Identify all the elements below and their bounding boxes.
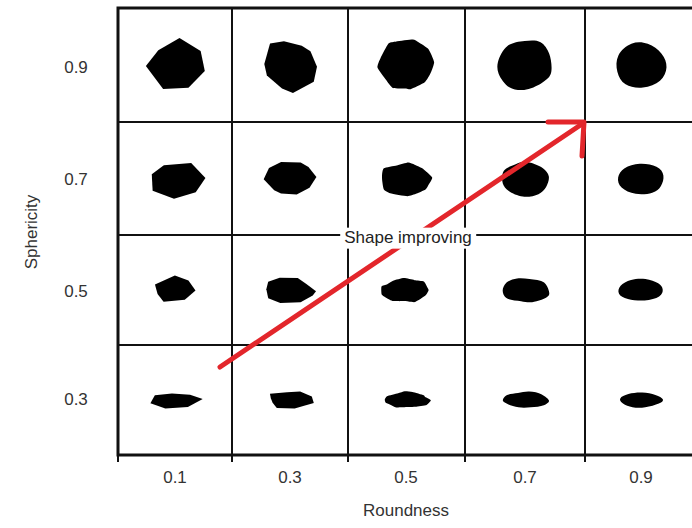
grain-shape	[270, 391, 314, 408]
arrow-head	[548, 122, 584, 156]
grain-shape	[618, 279, 662, 301]
grain-shape	[152, 163, 206, 199]
grain-shape	[155, 275, 196, 301]
grain-shape	[385, 391, 431, 407]
axis-tick-label: 0.7	[513, 469, 537, 488]
grid-line	[118, 344, 692, 346]
grain-shape	[620, 393, 663, 408]
grain-shape	[264, 162, 317, 194]
axis-title: Sphericity	[23, 195, 42, 270]
grid-line	[117, 455, 119, 462]
grain-shape	[264, 41, 317, 93]
grain-shape	[497, 40, 551, 90]
axis-tick-label: 0.5	[64, 283, 88, 302]
axis-tick-label: 0.3	[278, 469, 302, 488]
grain-shape	[381, 278, 428, 302]
grain-shape	[377, 40, 434, 90]
axis-tick-label: 0.9	[64, 59, 88, 78]
axis-tick-label: 0.5	[394, 469, 418, 488]
grain-shape	[618, 164, 664, 194]
improvement-arrow	[220, 122, 584, 367]
grain-shape	[502, 162, 549, 197]
axis-tick-label: 0.7	[64, 171, 88, 190]
axis-tick-label: 0.1	[163, 469, 187, 488]
arrow-shaft	[220, 124, 582, 367]
axis-title: Roundness	[363, 502, 449, 521]
grain-shape	[503, 392, 549, 408]
grain-shape	[150, 393, 202, 408]
grain-shapes	[146, 38, 667, 408]
axis-tick-label: 0.3	[64, 391, 88, 410]
grain-shape	[503, 278, 550, 302]
grid-border	[118, 8, 692, 455]
grid-line	[118, 121, 692, 123]
grain-shape	[266, 278, 316, 303]
grain-shape	[146, 38, 205, 89]
grain-shape	[382, 163, 432, 197]
grid	[118, 8, 692, 462]
arrow-label: Shape improving	[340, 228, 476, 249]
grain-shape	[616, 42, 666, 87]
axis-tick-label: 0.9	[629, 469, 653, 488]
